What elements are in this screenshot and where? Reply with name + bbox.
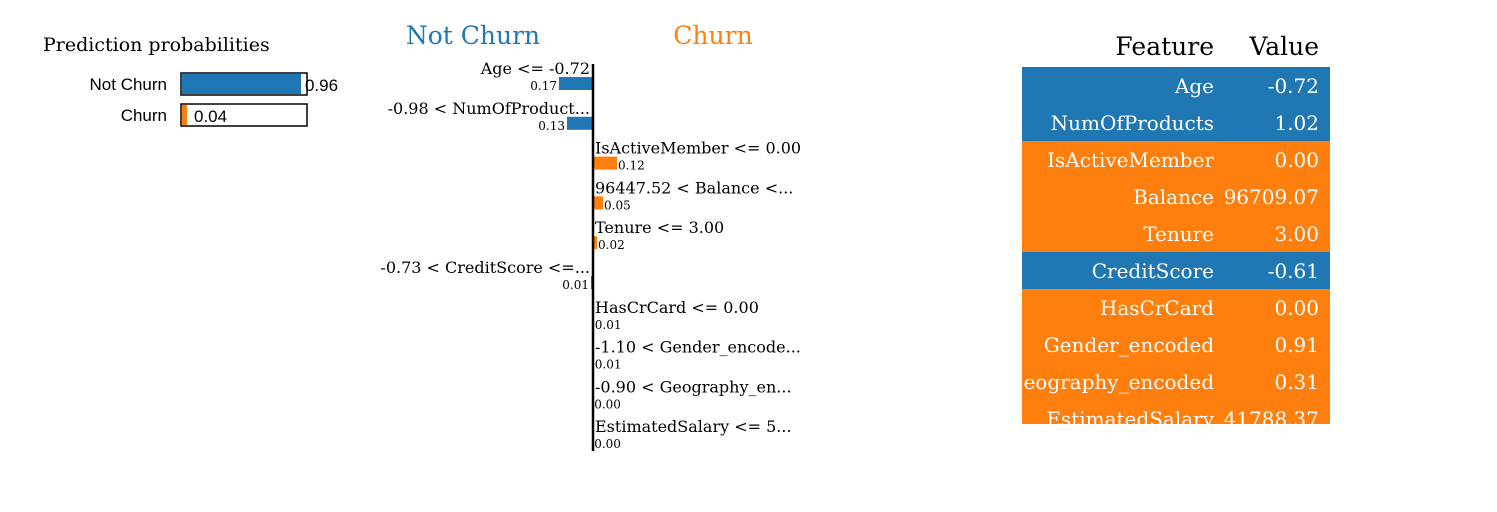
feature-condition-label: Age <= -0.72 — [480, 59, 590, 78]
table-row — [1022, 363, 1330, 400]
class-right-header: Churn — [673, 21, 752, 50]
proba-title: Prediction probabilities — [43, 34, 270, 56]
weight-value-label: 0.13 — [538, 119, 565, 133]
table-header-feature: Feature — [1115, 32, 1214, 61]
proba-class-label: Not Churn — [90, 75, 167, 94]
feature-condition-label: HasCrCard <= 0.00 — [595, 298, 759, 317]
table-cell-feature: Gender_encoded — [1044, 333, 1214, 357]
feature-condition-label: 96447.52 < Balance <... — [595, 178, 793, 197]
table-cell-value: 41788.37 — [1224, 407, 1319, 431]
table-row — [1022, 400, 1330, 424]
proba-value-label: 0.04 — [194, 107, 227, 126]
proba-bar — [182, 105, 187, 125]
proba-value-label: 0.96 — [305, 76, 338, 95]
table-row — [1022, 326, 1330, 363]
weight-bar — [559, 77, 593, 90]
feature-condition-label: -0.73 < CreditScore <=... — [380, 258, 590, 277]
table-cell-value: 3.00 — [1274, 222, 1319, 246]
feature-condition-label: -1.10 < Gender_encode... — [595, 338, 801, 357]
table-header-value: Value — [1248, 32, 1319, 61]
table-cell-value: 1.02 — [1274, 111, 1319, 135]
table-cell-value: 96709.07 — [1224, 185, 1319, 209]
table-cell-value: 0.00 — [1274, 148, 1319, 172]
proba-class-label: Churn — [121, 106, 167, 125]
feature-condition-label: IsActiveMember <= 0.00 — [595, 139, 801, 158]
table-row — [1022, 141, 1330, 178]
table-row — [1022, 215, 1330, 252]
table-cell-value: -0.61 — [1268, 259, 1319, 283]
table-cell-feature: EstimatedSalary — [1046, 407, 1214, 431]
proba-bar-frame — [180, 103, 308, 127]
weight-bar — [593, 196, 603, 210]
table-cell-feature: Geography_encoded — [1007, 370, 1214, 394]
weight-value-label: 0.02 — [598, 238, 625, 252]
weight-value-label: 0.05 — [604, 198, 631, 212]
weight-value-label: 0.01 — [595, 318, 622, 332]
weight-bar — [593, 236, 597, 250]
feature-weights-panel: Not Churn Churn Age <= -0.720.17 -0.98 < … — [380, 21, 801, 451]
feature-condition-label: -0.98 < NumOfProduct... — [388, 99, 590, 118]
table-row — [1022, 178, 1330, 215]
table-row — [1022, 67, 1330, 104]
table-cell-value: 0.31 — [1274, 370, 1319, 394]
prediction-probabilities-panel: Prediction probabilities Not Churn 0.96Ch… — [43, 34, 338, 127]
feature-condition-label: -0.90 < Geography_en... — [595, 377, 792, 396]
proba-bar — [182, 74, 302, 94]
weight-bar — [567, 116, 593, 130]
weight-value-label: 0.01 — [595, 358, 622, 372]
table-cell-value: -0.72 — [1268, 74, 1319, 98]
weight-value-label: 0.00 — [594, 437, 621, 451]
weight-value-label: 0.00 — [594, 397, 621, 411]
table-row — [1022, 104, 1330, 141]
table-cell-feature: IsActiveMember — [1047, 148, 1214, 172]
weight-value-label: 0.01 — [562, 278, 589, 292]
table-row — [1022, 289, 1330, 326]
table-cell-feature: NumOfProducts — [1051, 111, 1214, 135]
proba-bar-frame — [180, 72, 308, 96]
table-row — [1022, 252, 1330, 289]
class-left-header: Not Churn — [406, 21, 540, 50]
weight-value-label: 0.17 — [530, 79, 557, 93]
feature-condition-label: EstimatedSalary <= 5... — [595, 417, 792, 436]
table-cell-feature: Balance — [1133, 185, 1214, 209]
table-cell-feature: Tenure — [1143, 222, 1214, 246]
table-cell-feature: HasCrCard — [1100, 296, 1214, 320]
weight-value-label: 0.12 — [618, 159, 645, 173]
table-cell-value: 0.91 — [1274, 333, 1319, 357]
table-cell-feature: Age — [1174, 74, 1214, 98]
feature-condition-label: Tenure <= 3.00 — [595, 218, 724, 237]
table-cell-value: 0.00 — [1274, 296, 1319, 320]
table-cell-feature: CreditScore — [1092, 259, 1214, 283]
weight-bar — [593, 156, 617, 170]
